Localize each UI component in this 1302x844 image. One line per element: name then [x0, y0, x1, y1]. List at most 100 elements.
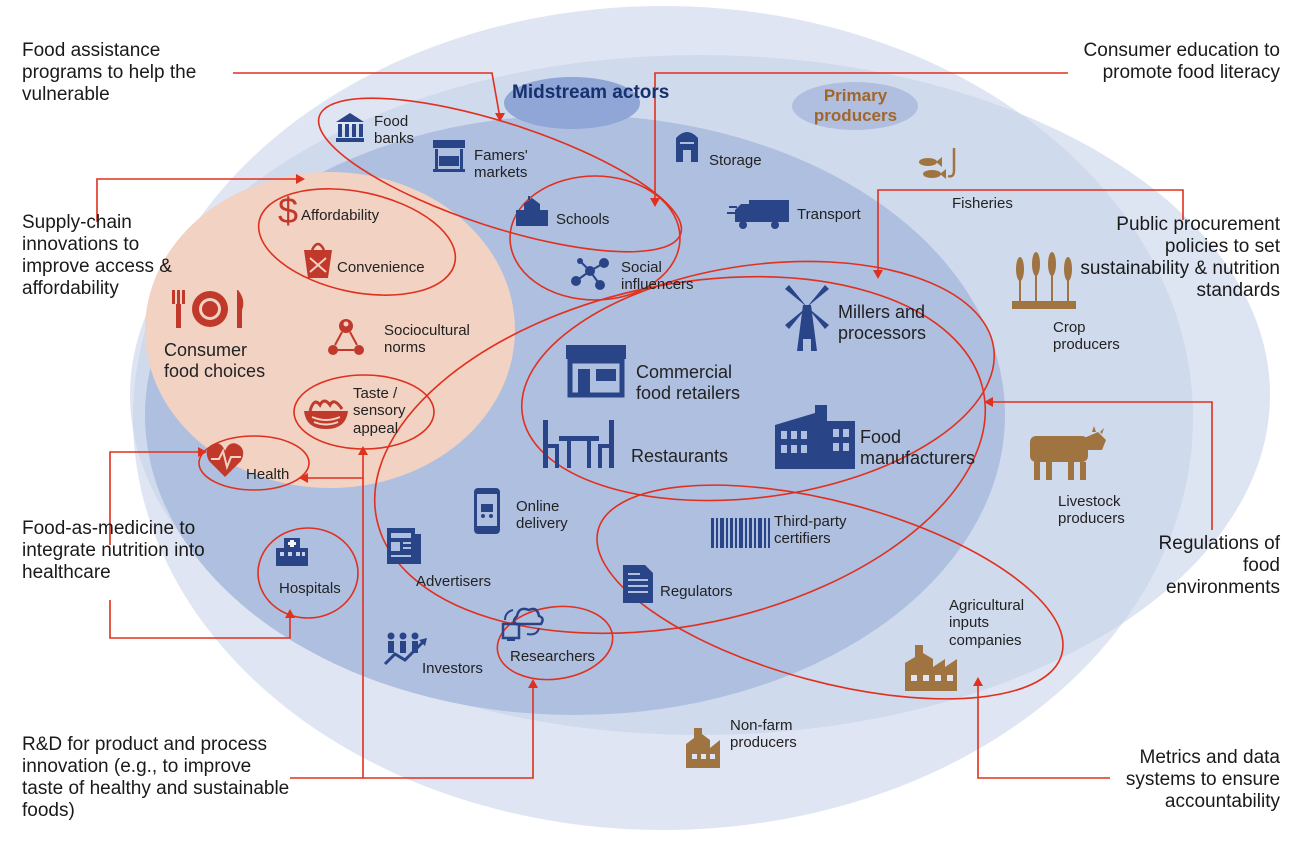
wheat-icon	[1012, 252, 1076, 309]
arrow-rnd-taste	[358, 446, 368, 455]
agri-factory-icon	[905, 645, 957, 691]
connector-food-assistance	[233, 72, 501, 119]
nonfarm-factory-icon	[686, 728, 720, 768]
group-ellipse-procurement	[520, 260, 996, 502]
sociocultural-label: Sociocultural norms	[384, 322, 470, 357]
food-assistance-intervention: Food assistance programs to help the vul…	[22, 40, 197, 106]
windmill-icon	[785, 285, 829, 351]
health-label: Health	[246, 466, 290, 483]
connector-hospitals	[109, 600, 291, 639]
nonfarm-producers-label: Non-farm producers	[730, 717, 797, 752]
food-as-medicine-intervention: Food-as-medicine to integrate nutrition …	[22, 518, 205, 584]
takeout-box-icon	[304, 242, 332, 278]
investors-label: Investors	[422, 660, 483, 677]
cloud-computer-icon	[501, 607, 544, 641]
restaurants-label: Restaurants	[631, 446, 729, 466]
midstream-header-bg	[504, 77, 640, 129]
group-ellipse-health	[198, 435, 310, 491]
connector-food-as-medicine	[109, 451, 200, 545]
agri-inputs-label: Agricultural inputs companies	[949, 597, 1025, 649]
fish-hook-icon	[919, 148, 956, 179]
retailers-label: Commercial food retailers	[636, 362, 741, 403]
arrow-rnd-health	[299, 473, 308, 483]
rnd-intervention: R&D for product and process innovation (…	[22, 734, 290, 822]
schools-label: Schools	[556, 211, 610, 228]
arrow-hospitals	[285, 609, 295, 618]
researchers-label: Researchers	[510, 648, 596, 665]
midstream-header: Midstream actors	[512, 82, 670, 103]
connector-rnd-researchers	[363, 685, 534, 779]
regulators-label: Regulators	[660, 583, 733, 600]
group-ellipse-schools	[509, 175, 681, 301]
manufacturers-label: Food manufacturers	[860, 427, 976, 468]
storefront-icon	[566, 345, 626, 398]
storage-label: Storage	[709, 152, 762, 169]
primary-header-bg	[792, 82, 918, 130]
svg-text:$: $	[278, 190, 298, 231]
social-influencers-label: Social influencers	[621, 259, 694, 294]
affordability-label: Affordability	[301, 207, 380, 224]
arrow-food-as-medicine	[198, 447, 207, 457]
consumer-region	[145, 172, 515, 488]
cow-icon	[1030, 426, 1106, 480]
hospitals-label: Hospitals	[279, 580, 341, 597]
group-ellipse-supply-chain	[257, 188, 457, 296]
group-ellipse-food-assistance	[317, 97, 683, 253]
investors-icon	[383, 632, 427, 666]
arrow-consumer-education	[650, 198, 660, 207]
social-network-icon	[571, 258, 609, 290]
farmers-markets-label: Famers' markets	[474, 147, 528, 182]
barcode-icon	[711, 518, 770, 548]
group-ellipse-metrics	[596, 484, 1064, 700]
arrow-metrics	[973, 677, 983, 686]
advertisers-label: Advertisers	[416, 573, 492, 590]
arrow-rnd-researchers	[528, 679, 538, 688]
connector-procurement	[877, 189, 1184, 272]
document-icon	[623, 565, 653, 603]
restaurant-table-icon	[543, 420, 614, 468]
connector-regulations	[990, 401, 1213, 530]
group-ellipse-researchers	[496, 605, 614, 681]
crop-producers-label: Crop producers	[1053, 319, 1120, 354]
connector-metrics	[977, 683, 1110, 779]
hospital-icon	[276, 538, 308, 566]
market-stall-icon	[433, 140, 465, 172]
consumer-choices-label: Consumer food choices	[164, 340, 266, 381]
food-banks-label: Food banks	[374, 113, 415, 148]
plate-cutlery-icon	[172, 290, 244, 328]
regulations-intervention: Regulations of food environments	[1158, 533, 1280, 599]
heart-pulse-icon	[206, 443, 244, 477]
taste-label: Taste / sensory appeal	[353, 385, 406, 437]
group-ellipse-hospitals	[257, 527, 359, 619]
arrow-food-assistance	[495, 113, 505, 122]
transport-label: Transport	[797, 206, 861, 223]
certifiers-label: Third-party certifiers	[774, 513, 847, 548]
storage-silo-icon	[676, 132, 698, 162]
connector-supply-chain	[96, 178, 298, 222]
fisheries-label: Fisheries	[952, 195, 1013, 212]
factory-icon	[775, 405, 855, 469]
convenience-label: Convenience	[337, 259, 425, 276]
online-delivery-label: Online delivery	[516, 498, 568, 533]
phone-cart-icon	[474, 488, 500, 534]
bank-icon	[336, 113, 364, 142]
connector-consumer-education	[654, 72, 1068, 203]
supply-chain-intervention: Supply-chain innovations to improve acce…	[22, 212, 172, 300]
arrow-regulations	[984, 397, 993, 407]
millers-label: Millers and processors	[838, 302, 927, 343]
primary-header: Primary producers	[813, 86, 898, 125]
consumer-education-intervention: Consumer education to promote food liter…	[1083, 40, 1280, 84]
group-ellipse-regulations	[373, 275, 987, 635]
newspaper-icon	[387, 528, 421, 564]
dollar-icon: $	[278, 190, 298, 231]
livestock-producers-label: Livestock producers	[1058, 493, 1125, 528]
metrics-intervention: Metrics and data systems to ensure accou…	[1125, 747, 1280, 813]
people-network-icon	[328, 319, 364, 355]
noodle-bowl-icon	[304, 399, 348, 429]
school-icon	[516, 196, 548, 226]
arrow-procurement	[873, 270, 883, 279]
truck-icon	[727, 200, 789, 229]
public-procurement-intervention: Public procurement policies to set susta…	[1080, 214, 1280, 302]
